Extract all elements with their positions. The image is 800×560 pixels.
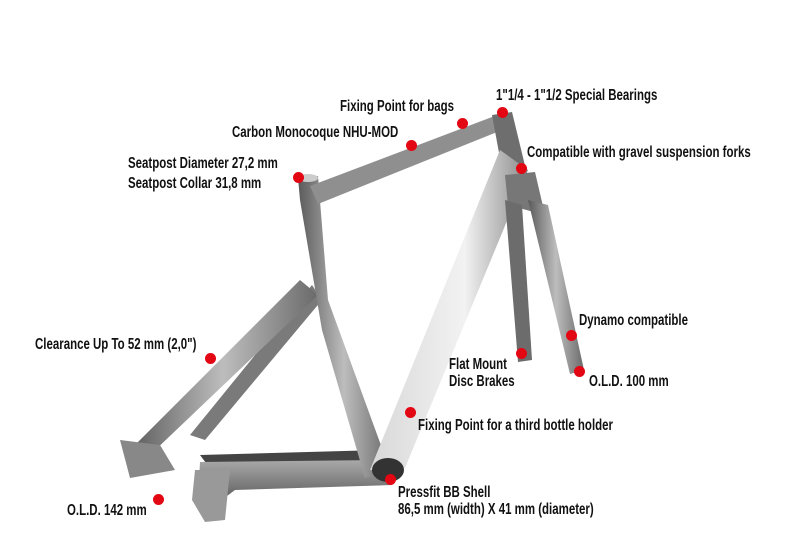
label-bottle: Fixing Point for a third bottle holder — [418, 417, 613, 434]
seat-stay-near — [128, 280, 318, 455]
callout-dot-bearings[interactable] — [496, 106, 508, 118]
label-line: Compatible with gravel suspension forks — [527, 144, 751, 161]
seat-stay-far — [190, 285, 322, 440]
label-line: Clearance Up To 52 mm (2,0") — [35, 336, 197, 353]
label-line: Seatpost Collar 31,8 mm — [128, 175, 262, 192]
label-line: Flat Mount — [449, 356, 507, 373]
label-line: Fixing Point for bags — [340, 98, 455, 115]
rear-dropout-right — [192, 470, 230, 522]
label-line: Seatpost Diameter 27,2 mm — [128, 155, 278, 172]
label-fork: Compatible with gravel suspension forks — [527, 144, 751, 161]
down-tube — [370, 150, 528, 470]
label-line: Dynamo compatible — [579, 312, 688, 329]
label-old100: O.L.D. 100 mm — [589, 373, 669, 390]
label-line: Fixing Point for a third bottle holder — [418, 417, 613, 434]
callout-dot-bb[interactable] — [384, 473, 396, 485]
callout-dot-old142[interactable] — [152, 493, 164, 505]
callout-dot-carbon[interactable] — [405, 139, 417, 151]
label-clearance: Clearance Up To 52 mm (2,0") — [35, 336, 196, 353]
bb-shell — [372, 458, 404, 482]
label-line: 1"1/4 - 1"1/2 Special Bearings — [496, 87, 658, 104]
label-line: Disc Brakes — [449, 373, 515, 390]
callout-dot-bottle[interactable] — [404, 406, 416, 418]
seat-tube — [298, 176, 390, 478]
callout-dot-fork[interactable] — [515, 162, 527, 174]
callout-dot-dynamo[interactable] — [565, 329, 577, 341]
callout-dot-clearance[interactable] — [204, 352, 216, 364]
label-line: Pressfit BB Shell — [398, 484, 491, 501]
fork-leg-left — [505, 200, 532, 362]
label-line: Carbon Monocoque NHU-MOD — [232, 124, 399, 141]
label-line: 86,5 mm (width) X 41 mm (diameter) — [398, 501, 594, 518]
callout-dot-flatmount[interactable] — [515, 347, 527, 359]
label-carbon: Carbon Monocoque NHU-MOD — [232, 124, 398, 141]
label-bearings: 1"1/4 - 1"1/2 Special Bearings — [496, 87, 657, 104]
rear-dropout-left — [120, 440, 175, 478]
label-seatpost: Seatpost Diameter 27,2 mm Seatpost Collar… — [128, 155, 278, 192]
callout-dot-old100[interactable] — [573, 365, 585, 377]
top-tube — [310, 114, 512, 204]
fork-leg-right — [528, 200, 584, 374]
label-line: O.L.D. 100 mm — [589, 373, 669, 390]
label-dynamo: Dynamo compatible — [579, 312, 688, 329]
callout-dot-bags[interactable] — [456, 117, 468, 129]
chainstay-near — [198, 460, 392, 505]
label-line: O.L.D. 142 mm — [67, 502, 147, 519]
label-old142: O.L.D. 142 mm — [67, 502, 147, 519]
label-bags: Fixing Point for bags — [340, 98, 454, 115]
callout-dot-seatpost[interactable] — [292, 171, 304, 183]
